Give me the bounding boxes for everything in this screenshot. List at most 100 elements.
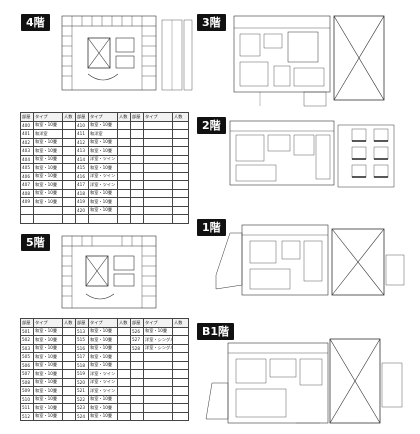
table-cell: 404: [20, 154, 34, 164]
table-cell: [172, 403, 189, 413]
table-cell: [117, 214, 131, 224]
table-cell: 和室・10畳: [88, 120, 118, 130]
floor-plan-2f: [228, 115, 396, 195]
table-cell: [117, 154, 131, 164]
table-cell: [117, 129, 131, 139]
table-cell: [130, 137, 144, 147]
floor-label-3f: 3階: [197, 14, 226, 31]
table-cell: 和室・10畳: [88, 394, 118, 404]
table-cell: [117, 197, 131, 207]
table-cell: [117, 411, 131, 421]
table-cell: 512: [20, 411, 34, 421]
table-cell: 和室・10畳: [33, 360, 63, 370]
table-cell: [62, 326, 76, 336]
table-cell: 洋室・ツイン: [88, 180, 118, 190]
table-cell: [117, 352, 131, 362]
table-cell: 洋室・ツイン: [88, 369, 118, 379]
table-cell: [88, 214, 118, 224]
floor-label-2f: 2階: [197, 117, 226, 134]
table-cell: 和室・10畳: [33, 394, 63, 404]
floor-plan-3f: [230, 10, 386, 110]
table-cell: [62, 214, 76, 224]
table-cell: 洋室・ツイン: [88, 386, 118, 396]
table-cell: [62, 129, 76, 139]
table-cell: [62, 154, 76, 164]
table-cell: 和室・10畳: [33, 377, 63, 387]
table-cell: [143, 171, 173, 181]
table-cell: [117, 369, 131, 379]
table-cell: [172, 369, 189, 379]
table-cell: [172, 205, 189, 215]
table-cell: [130, 188, 144, 198]
table-cell: [130, 120, 144, 130]
table-cell: 402: [20, 137, 34, 147]
table-cell: 和室・10畳: [33, 146, 63, 156]
table-cell: [172, 214, 189, 224]
table-header-cell: 人数: [62, 318, 76, 328]
table-cell: [117, 403, 131, 413]
table-cell: 和室・10畳: [33, 352, 63, 362]
table-cell: 洋室・ツイン: [88, 154, 118, 164]
table-cell: 406: [20, 171, 34, 181]
table-cell: [130, 214, 144, 224]
table-cell: 523: [75, 403, 89, 413]
table-cell: 和室・10畳: [33, 411, 63, 421]
table-cell: [20, 205, 34, 215]
table-cell: [62, 205, 76, 215]
table-cell: [62, 403, 76, 413]
table-cell: [117, 326, 131, 336]
table-cell: 和室・10畳: [88, 188, 118, 198]
table-cell: [62, 360, 76, 370]
table-cell: 412: [75, 137, 89, 147]
table-cell: [143, 411, 173, 421]
table-header-cell: 人数: [172, 112, 189, 122]
table-cell: 419: [75, 197, 89, 207]
table-cell: 410: [75, 120, 89, 130]
table-cell: 521: [75, 386, 89, 396]
table-cell: 414: [75, 154, 89, 164]
table-cell: [33, 214, 63, 224]
table-cell: [172, 386, 189, 396]
table-cell: [143, 188, 173, 198]
table-cell: [130, 403, 144, 413]
table-cell: [172, 197, 189, 207]
table-cell: 505: [20, 352, 34, 362]
table-cell: 513: [75, 326, 89, 336]
table-cell: [172, 163, 189, 173]
table-cell: [117, 394, 131, 404]
table-cell: [143, 146, 173, 156]
table-cell: [62, 394, 76, 404]
table-cell: [143, 137, 173, 147]
table-cell: 和室・10畳: [33, 403, 63, 413]
table-cell: 和室・10畳: [33, 120, 63, 130]
table-cell: [75, 214, 89, 224]
table-cell: 506: [20, 360, 34, 370]
table-cell: 502: [20, 335, 34, 345]
table-cell: [130, 386, 144, 396]
table-cell: [143, 403, 173, 413]
table-cell: [62, 386, 76, 396]
table-cell: 405: [20, 163, 34, 173]
table-cell: 524: [75, 411, 89, 421]
table-cell: 和室・10畳: [143, 326, 173, 336]
table-header-cell: 人数: [117, 318, 131, 328]
table-cell: [172, 120, 189, 130]
table-cell: [172, 360, 189, 370]
table-cell: [172, 137, 189, 147]
table-header-cell: タイプ: [88, 318, 118, 328]
table-cell: [143, 214, 173, 224]
table-header-cell: タイプ: [143, 112, 173, 122]
table-cell: 503: [20, 343, 34, 353]
table-cell: 和室・10畳: [88, 205, 118, 215]
table-cell: 516: [75, 343, 89, 353]
